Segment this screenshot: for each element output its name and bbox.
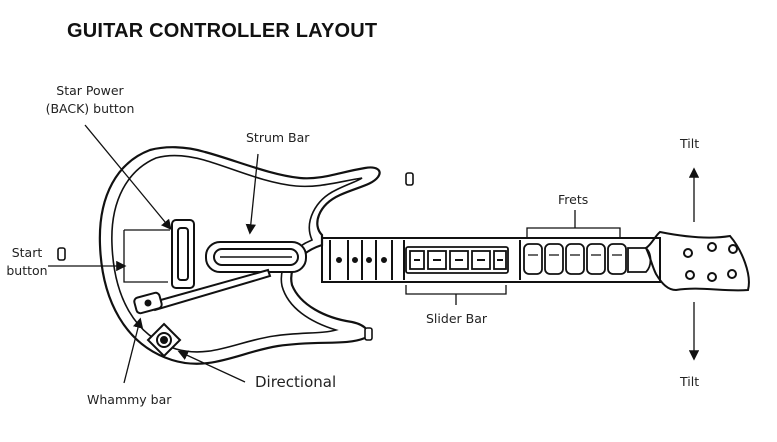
label-star-power-line2: (BACK) button	[45, 101, 135, 116]
label-star-power: Star Power (BACK) button	[40, 82, 140, 118]
guitar-neck	[321, 237, 661, 283]
label-slider-bar: Slider Bar	[426, 311, 487, 326]
whammy-bar	[133, 268, 272, 315]
leader-lines	[48, 124, 700, 384]
label-frets: Frets	[558, 192, 589, 207]
directional-pad	[146, 322, 182, 358]
page-title: GUITAR CONTROLLER LAYOUT	[67, 20, 378, 42]
label-whammy-bar: Whammy bar	[87, 392, 172, 407]
label-tilt-top: Tilt	[680, 136, 700, 151]
fret-buttons	[523, 243, 652, 275]
start-button-assembly	[171, 219, 195, 289]
label-tilt-bottom: Tilt	[680, 374, 700, 389]
label-start-line2: button	[6, 263, 48, 278]
strum-bar	[205, 241, 307, 273]
headstock	[644, 230, 750, 292]
strap-buttons	[57, 172, 414, 341]
label-strum-bar: Strum Bar	[246, 130, 310, 145]
label-directional: Directional	[255, 373, 337, 391]
slider-bar	[405, 246, 509, 274]
label-start-button: Start button	[0, 244, 54, 280]
label-star-power-line1: Star Power	[56, 83, 124, 98]
label-start-line1: Start	[11, 245, 43, 260]
